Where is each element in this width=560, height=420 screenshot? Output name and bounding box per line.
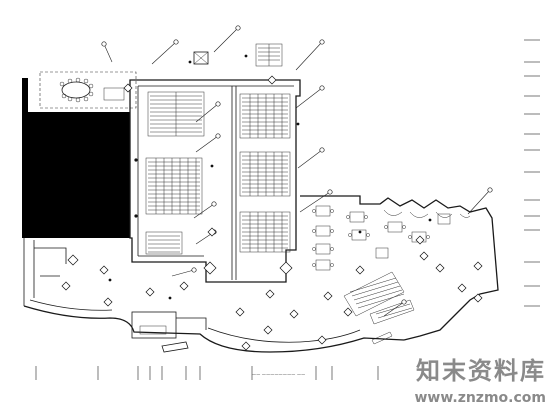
lower-service-room [131,311,177,339]
curved-facade [23,305,405,353]
lower-corridor [161,317,207,353]
seating-block-2 [239,151,291,197]
entrance-box-x [193,51,209,65]
oval-table [61,81,91,99]
right-dimension-ticks [524,39,540,307]
right-wing-wall [300,195,499,341]
top-chair-cluster [255,43,283,67]
lower-counter [139,325,167,335]
stair-block [343,271,415,325]
auditorium-seating-left [147,91,205,137]
building-outer-wall [129,79,301,283]
seating-block-1 [239,93,291,139]
lower-seating-left [145,231,183,255]
left-column [22,78,28,112]
seating-block-3 [239,211,291,253]
curved-facade-inner [29,299,361,343]
solid-wall-block [22,112,130,238]
inner-wall [137,85,294,280]
entrance-box [193,51,209,65]
ramp [371,331,393,345]
dining-tables [315,205,451,271]
lower-left-wall [23,238,67,306]
curved-booths [383,209,471,218]
side-table [103,87,125,101]
small-fixtures [108,54,432,300]
dining-chairs [312,209,430,267]
bottom-dimension-ticks [35,366,379,380]
auditorium-seating-main [145,157,203,215]
watermark-brand: 知末资料库 [416,357,546,385]
diamond-markers [61,75,483,351]
watermark-url: www.znzmo.com [414,390,546,406]
oval-table-chairs [59,77,94,103]
callout-leaders [101,25,493,317]
plan-title-label: —— ———————— —— [252,372,306,377]
vip-room-boundary [39,71,137,109]
